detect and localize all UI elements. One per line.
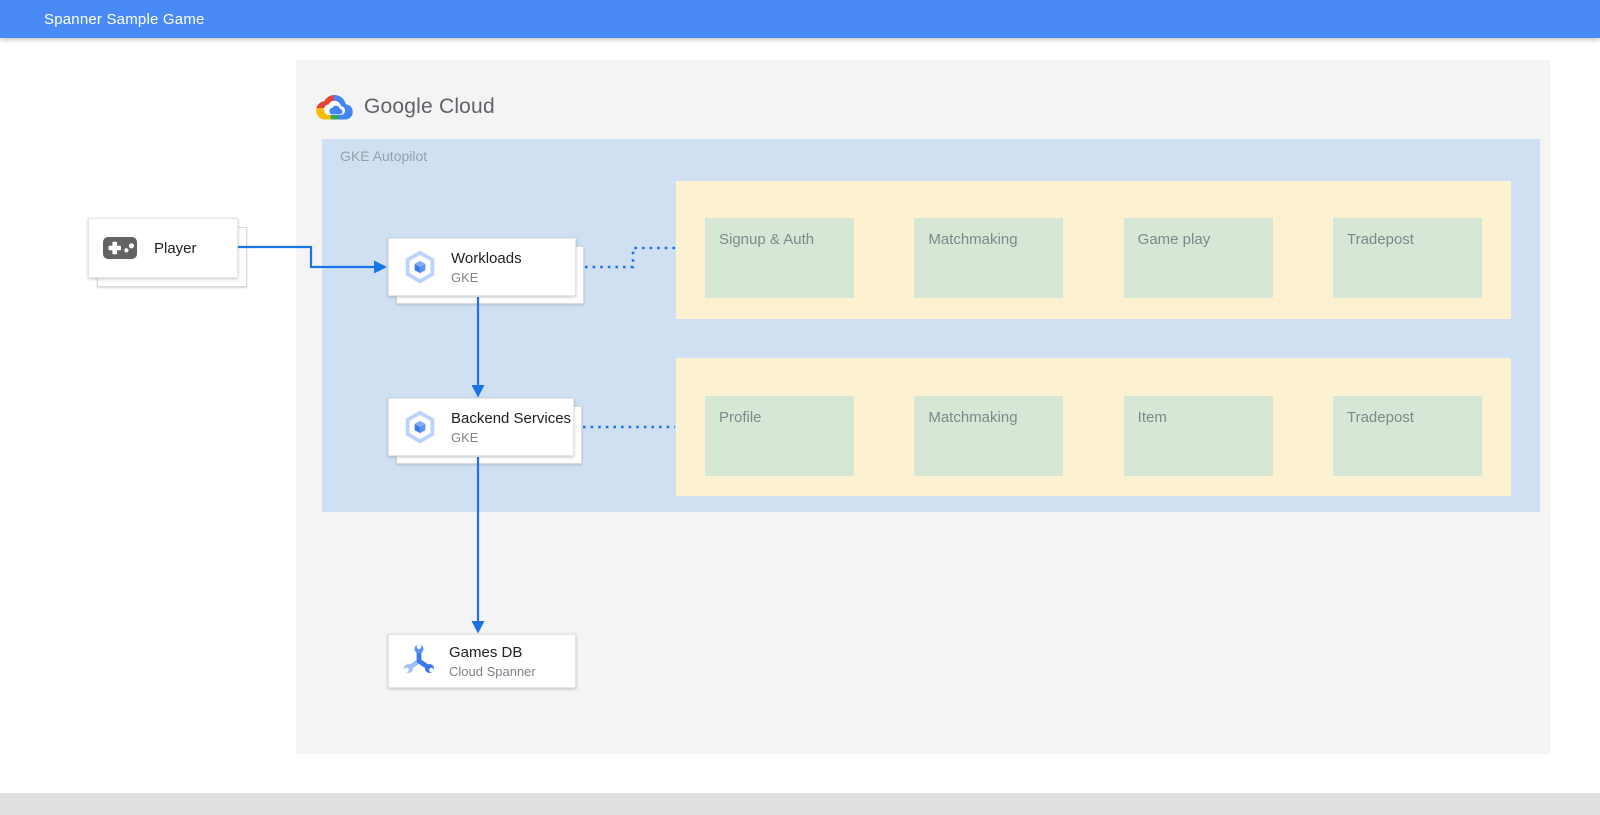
backend-services-group: Profile Matchmaking Item Tradepost xyxy=(676,358,1511,496)
cloud-spanner-icon xyxy=(401,643,437,679)
player-card: Player xyxy=(88,218,238,278)
cluster-label: GKE Autopilot xyxy=(340,148,428,164)
service-box-signup-auth: Signup & Auth xyxy=(705,218,854,298)
google-cloud-logo: Google Cloud xyxy=(316,92,495,121)
workload-services-group: Signup & Auth Matchmaking Game play Trad… xyxy=(676,181,1511,319)
workloads-title: Workloads xyxy=(451,249,522,267)
google-cloud-icon xyxy=(316,92,353,121)
app-title: Spanner Sample Game xyxy=(44,10,205,28)
service-box-matchmaking-2: Matchmaking xyxy=(914,396,1064,476)
backend-services-card: Backend Services GKE xyxy=(388,398,574,456)
service-box-profile: Profile xyxy=(705,396,854,476)
gke-icon xyxy=(401,408,439,446)
google-cloud-logo-text: Google Cloud xyxy=(364,94,495,118)
service-box-tradepost-2: Tradepost xyxy=(1332,396,1482,476)
games-db-subtitle: Cloud Spanner xyxy=(449,663,536,679)
service-box-item: Item xyxy=(1123,396,1273,476)
backend-subtitle: GKE xyxy=(451,429,479,445)
service-box-game-play: Game play xyxy=(1123,218,1273,298)
player-label: Player xyxy=(154,239,197,257)
backend-title: Backend Services xyxy=(451,409,572,427)
header-bar: Spanner Sample Game xyxy=(0,0,1600,38)
workloads-subtitle: GKE xyxy=(451,269,479,285)
service-box-matchmaking: Matchmaking xyxy=(914,218,1064,298)
workloads-card: Workloads GKE xyxy=(388,238,576,296)
gke-icon xyxy=(401,248,439,286)
footer-bar xyxy=(0,793,1600,815)
gamepad-icon xyxy=(103,237,137,259)
games-db-card: Games DB Cloud Spanner xyxy=(388,634,576,688)
games-db-title: Games DB xyxy=(449,643,523,661)
service-box-tradepost: Tradepost xyxy=(1332,218,1482,298)
